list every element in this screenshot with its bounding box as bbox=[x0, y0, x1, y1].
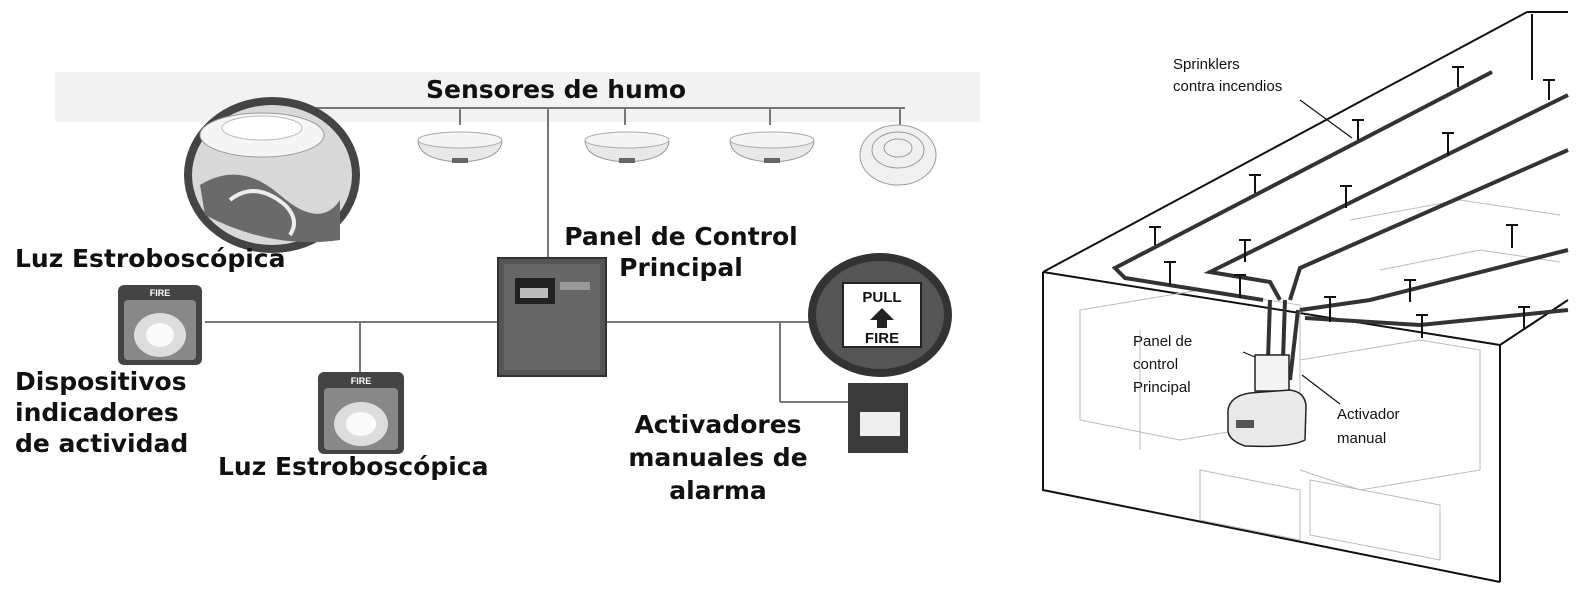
strobe-top-fire-text: FIRE bbox=[150, 288, 171, 298]
indicator-devices-label: Dispositivos indicadores de actividad bbox=[15, 367, 189, 458]
smoke-detector-1 bbox=[417, 131, 503, 163]
manual-activators-label: Activadores manuales de alarma bbox=[628, 410, 808, 505]
control-panel-image bbox=[497, 257, 607, 377]
strobe-top-label: Luz Estroboscópica bbox=[15, 244, 286, 273]
pull-station-small-image bbox=[848, 383, 908, 453]
right-control-panel-image bbox=[1227, 354, 1307, 448]
manual-activator-label: Activador manual bbox=[1337, 406, 1400, 447]
strobe-bottom-label: Luz Estroboscópica bbox=[218, 452, 489, 481]
smoke-sensors-label: Sensores de humo bbox=[426, 75, 687, 104]
pull-text: PULL bbox=[862, 289, 901, 306]
smoke-detector-magnified-image bbox=[184, 97, 360, 253]
strobe-light-top-image bbox=[118, 285, 202, 365]
control-panel-label: Panel de Control Principal bbox=[564, 222, 798, 282]
sprinklers-label: Sprinklers contra incendios bbox=[1173, 56, 1283, 95]
left-diagram-graphics: FIRE FIRE PULL FIRE bbox=[55, 72, 980, 454]
strobe-bottom-fire-text: FIRE bbox=[351, 376, 372, 386]
smoke-detector-3 bbox=[729, 131, 815, 163]
strobe-light-bottom-image bbox=[318, 372, 404, 454]
pull-station-magnified-image bbox=[808, 253, 952, 377]
right-control-panel-label: Panel de control Principal bbox=[1133, 333, 1193, 396]
fire-text: FIRE bbox=[865, 330, 899, 347]
smoke-detector-4 bbox=[859, 124, 937, 186]
smoke-detector-2 bbox=[584, 131, 670, 163]
